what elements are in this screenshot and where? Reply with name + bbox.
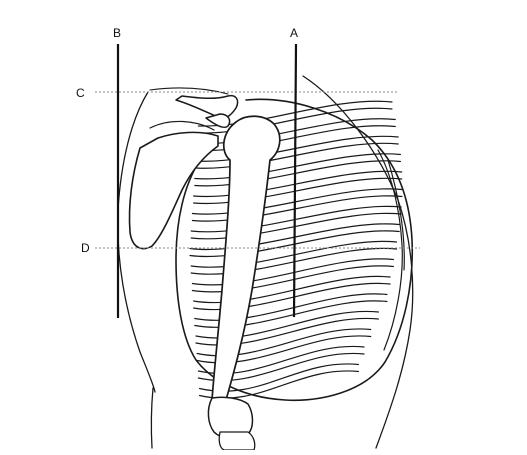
rib — [191, 213, 401, 239]
rib — [192, 189, 402, 214]
scapula — [129, 96, 237, 249]
rib — [194, 171, 402, 196]
rib — [194, 178, 402, 203]
reference-line-a — [294, 44, 296, 317]
rib — [191, 206, 401, 232]
rib — [195, 161, 401, 186]
label-c: C — [76, 86, 85, 100]
rib — [192, 196, 402, 221]
label-b: B — [113, 26, 121, 40]
rib — [195, 154, 401, 179]
label-d: D — [81, 241, 90, 255]
humerus — [208, 116, 279, 450]
label-a: A — [290, 26, 298, 40]
